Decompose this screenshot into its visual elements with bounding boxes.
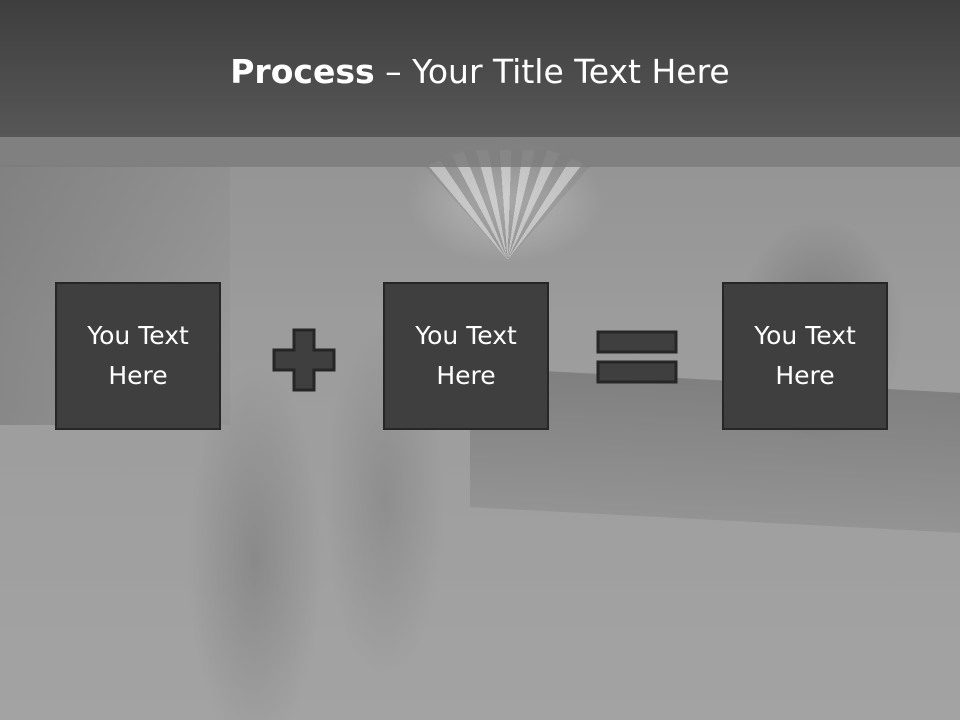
process-box-2[interactable]: You Text Here [383,282,549,430]
slide-title: Process – Your Title Text Here [0,52,960,91]
title-bar [0,0,960,137]
process-box-3[interactable]: You Text Here [722,282,888,430]
process-box-2-text: You Text Here [415,321,517,390]
plus-icon [272,328,336,392]
slide-title-rest: – Your Title Text Here [374,52,730,91]
slide-title-bold: Process [230,52,375,91]
process-box-1[interactable]: You Text Here [55,282,221,430]
process-box-3-text: You Text Here [754,321,856,390]
equals-icon [596,330,678,384]
process-box-1-text: You Text Here [87,321,189,390]
title-strip [0,137,960,167]
